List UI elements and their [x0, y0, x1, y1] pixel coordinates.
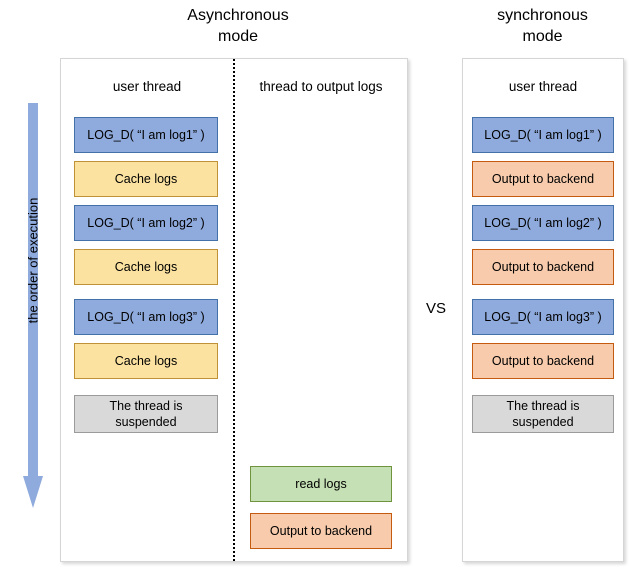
order-of-execution-arrow: the order of execution [22, 103, 44, 510]
thread-divider-dotted-line [233, 59, 235, 561]
column-header-user-thread-async: user thread [112, 79, 182, 94]
column-header-user-thread-sync: user thread [508, 79, 578, 94]
sync-step-output-to-backend-2: Output to backend [472, 249, 614, 285]
sync-step-output-to-backend-1: Output to backend [472, 161, 614, 197]
async-step-output-to-backend: Output to backend [250, 513, 392, 549]
sync-step-log-d-1: LOG_D( “I am log1” ) [472, 117, 614, 153]
async-step-read-logs: read logs [250, 466, 392, 502]
sync-mode-title: synchronous mode [497, 7, 588, 45]
async-step-cache-logs-3: Cache logs [74, 343, 218, 379]
sync-step-log-d-3: LOG_D( “I am log3” ) [472, 299, 614, 335]
down-arrow-icon [23, 103, 43, 508]
order-of-execution-label: the order of execution [25, 197, 41, 324]
async-step-log-d-3: LOG_D( “I am log3” ) [74, 299, 218, 335]
sync-step-output-to-backend-3: Output to backend [472, 343, 614, 379]
sync-step-thread-suspended: The thread is suspended [472, 395, 614, 433]
async-step-cache-logs-2: Cache logs [74, 249, 218, 285]
async-step-cache-logs-1: Cache logs [74, 161, 218, 197]
vs-label: VS [425, 300, 446, 317]
async-step-log-d-2: LOG_D( “I am log2” ) [74, 205, 218, 241]
async-step-log-d-1: LOG_D( “I am log1” ) [74, 117, 218, 153]
async-mode-title: Asynchronous mode [187, 7, 289, 45]
sync-step-log-d-2: LOG_D( “I am log2” ) [472, 205, 614, 241]
async-step-thread-suspended: The thread is suspended [74, 395, 218, 433]
column-header-output-log-thread: thread to output logs [259, 79, 383, 94]
